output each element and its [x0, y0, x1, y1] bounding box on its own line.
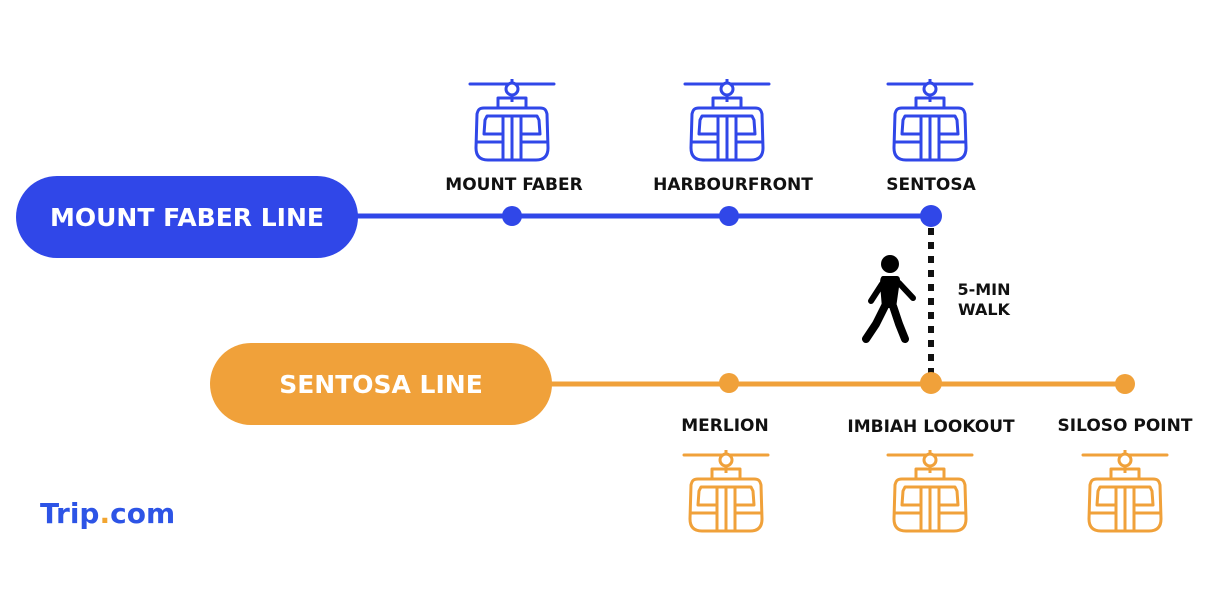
logo-text-trip: Trip: [40, 497, 99, 530]
trip-com-logo: Trip.com: [40, 497, 175, 530]
sentosa-line-label: SENTOSA LINE: [279, 370, 483, 399]
walking-person-icon: [862, 255, 916, 343]
cable-car-icon-siloso-point: [1081, 448, 1169, 533]
mount-faber-line-label: MOUNT FABER LINE: [50, 203, 324, 232]
cable-car-icon-sentosa: [886, 77, 974, 162]
cable-car-icon-harbourfront: [683, 77, 771, 162]
station-label-sentosa: SENTOSA: [886, 175, 976, 195]
cable-car-icon-mount-faber: [468, 77, 556, 162]
station-dot-siloso-point: [1115, 374, 1135, 394]
station-label-merlion: MERLION: [681, 416, 768, 436]
station-label-imbiah-lookout: IMBIAH LOOKOUT: [847, 417, 1015, 437]
station-dot-mount-faber: [502, 206, 522, 226]
station-dot-imbiah-lookout: [920, 372, 942, 394]
cable-car-icon-merlion: [682, 448, 770, 533]
station-dot-sentosa: [920, 205, 942, 227]
cable-car-icon-imbiah-lookout: [886, 448, 974, 533]
station-dot-harbourfront: [719, 206, 739, 226]
station-dot-merlion: [719, 373, 739, 393]
logo-text-com: com: [110, 497, 175, 530]
station-label-siloso-point: SILOSO POINT: [1058, 416, 1193, 436]
walk-time-label-line1: 5-MIN: [957, 280, 1010, 299]
sentosa-line-pill: [210, 343, 552, 425]
mount-faber-line-pill: [16, 176, 358, 258]
walk-time-label-line2: WALK: [958, 300, 1011, 319]
svg-text:Trip.com: Trip.com: [40, 497, 175, 530]
station-label-harbourfront: HARBOURFRONT: [653, 175, 813, 195]
station-label-mount-faber: MOUNT FABER: [445, 175, 582, 195]
